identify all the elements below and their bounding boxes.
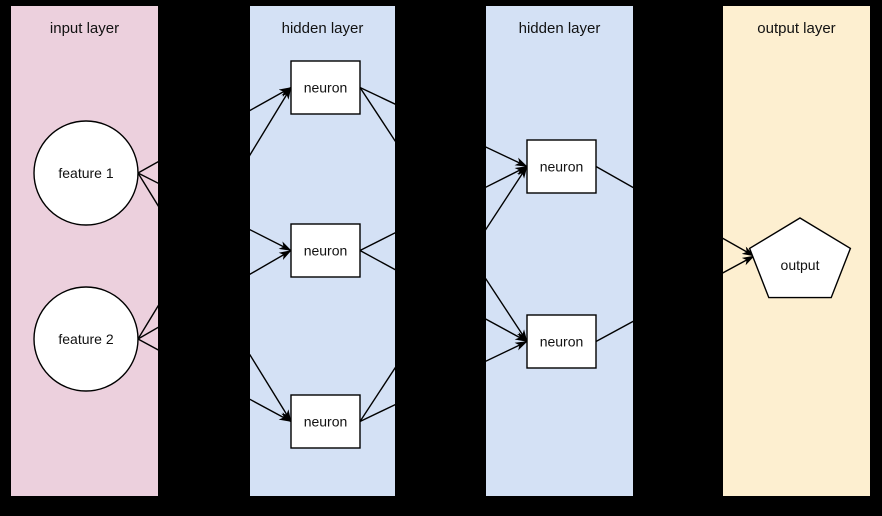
- node-label: neuron: [304, 414, 348, 430]
- layer-panel-hidden1: hidden layer neuron neuron neuron: [250, 6, 395, 496]
- node-input-2[interactable]: feature 2: [33, 286, 139, 392]
- connection-line: [486, 146, 528, 168]
- connection-line: [595, 165, 633, 189]
- node-hidden2-1[interactable]: neuron: [526, 139, 597, 194]
- node-input-1[interactable]: feature 1: [33, 120, 139, 226]
- connection-line: [486, 165, 528, 231]
- connection-line: [359, 403, 395, 423]
- connection-line: [723, 255, 755, 274]
- connection-line: [250, 249, 292, 276]
- node-hidden2-2[interactable]: neuron: [526, 314, 597, 369]
- connection-line: [137, 172, 158, 207]
- layer-panel-input: input layer feature 1 feature 2: [11, 6, 158, 496]
- connection-line: [486, 318, 528, 343]
- connection-line: [137, 338, 158, 351]
- layer-title-hidden1: hidden layer: [282, 20, 364, 37]
- edge-group: [137, 161, 158, 351]
- node-label: feature 2: [58, 331, 113, 347]
- layer-title-hidden2: hidden layer: [519, 20, 601, 37]
- edge-group: [723, 237, 755, 274]
- connection-line: [595, 320, 633, 343]
- node-label: feature 1: [58, 165, 113, 181]
- connection-line: [250, 353, 292, 423]
- layer-title-input: input layer: [50, 20, 119, 37]
- layer-panel-hidden2: hidden layer neuron neuron: [486, 6, 633, 496]
- connection-line: [486, 340, 528, 362]
- connection-line: [250, 86, 292, 112]
- connection-line: [250, 228, 292, 252]
- connection-line: [486, 165, 528, 188]
- node-label: neuron: [540, 159, 584, 175]
- node-output-1[interactable]: output: [748, 217, 852, 299]
- connection-line: [137, 161, 158, 174]
- node-hidden1-1[interactable]: neuron: [290, 60, 361, 115]
- connection-line: [137, 326, 158, 340]
- node-label: output: [781, 257, 820, 273]
- connection-line: [723, 237, 755, 257]
- connection-line: [359, 249, 395, 271]
- connection-line: [137, 304, 158, 340]
- connection-line: [359, 366, 395, 422]
- edge-group: [486, 146, 633, 362]
- node-label: neuron: [304, 243, 348, 259]
- connection-line: [359, 232, 395, 252]
- connection-line: [137, 172, 158, 184]
- node-hidden1-2[interactable]: neuron: [290, 223, 361, 278]
- layer-title-output: output layer: [757, 20, 835, 37]
- node-label: neuron: [540, 334, 584, 350]
- node-label: neuron: [304, 80, 348, 96]
- connection-line: [250, 398, 292, 423]
- connection-line: [250, 86, 292, 157]
- edge-group: [250, 86, 395, 423]
- connection-line: [486, 277, 528, 343]
- node-hidden1-3[interactable]: neuron: [290, 394, 361, 449]
- layer-panel-output: output layer output: [723, 6, 870, 496]
- connection-line: [359, 87, 395, 143]
- connection-line: [359, 86, 395, 105]
